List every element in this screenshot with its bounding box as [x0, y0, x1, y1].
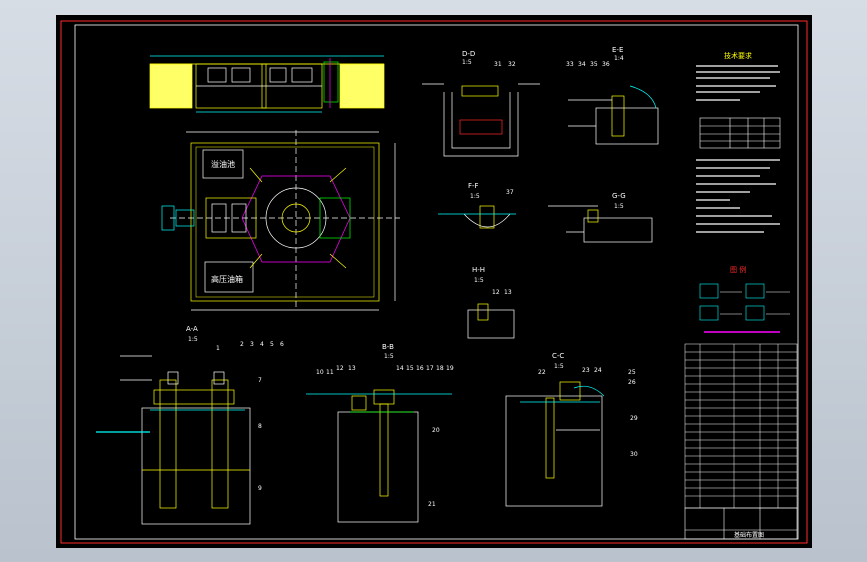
section-e-scale: 1:4 — [614, 55, 624, 62]
top-elevation-view — [149, 55, 385, 113]
section-c-balloon-29: 29 — [630, 415, 638, 422]
section-a-balloon-5: 5 — [270, 341, 274, 348]
section-a-balloon-4: 4 — [260, 341, 264, 348]
legend-title: 图 例 — [730, 265, 746, 274]
outer-frame — [60, 20, 808, 544]
section-e-label: E-E — [612, 46, 623, 54]
section-g-g: G-G 1:5 — [548, 192, 653, 243]
section-a-scale: 1:5 — [188, 336, 198, 343]
title-block — [684, 507, 798, 540]
section-b-balloon-19: 19 — [446, 365, 454, 372]
section-h-balloon-13: 13 — [504, 289, 512, 296]
section-a-balloon-2: 2 — [240, 341, 244, 348]
section-b-balloon-15: 15 — [406, 365, 414, 372]
plan-label-bottom-left: 高压油箱 — [211, 274, 243, 284]
section-d-label: D-D — [462, 50, 475, 58]
section-c-balloon-23: 23 — [582, 367, 590, 374]
section-c-scale: 1:5 — [554, 363, 564, 370]
plan-label-top-left: 溢油池 — [211, 159, 235, 169]
section-h-balloon-12: 12 — [492, 289, 500, 296]
section-e-balloon-34: 34 — [578, 61, 586, 68]
section-b-balloon-14: 14 — [396, 365, 404, 372]
parts-list — [684, 343, 798, 509]
section-b-b: B-B 1:5 10 11 12 13 14 15 16 17 18 19 20… — [306, 343, 454, 523]
section-a-balloon-9: 9 — [258, 485, 262, 492]
section-c-balloon-26: 26 — [628, 379, 636, 386]
section-f-balloon-37: 37 — [506, 189, 514, 196]
section-c-balloon-22: 22 — [538, 369, 546, 376]
section-b-balloon-12: 12 — [336, 365, 344, 372]
tech-notes: 技术要求 — [696, 51, 781, 233]
section-c-balloon-30: 30 — [630, 451, 638, 458]
section-h-label: H-H — [472, 266, 485, 274]
section-a-balloon-3: 3 — [250, 341, 254, 348]
section-h-h: H-H 1:5 12 13 — [467, 266, 515, 339]
section-a-label: A-A — [186, 325, 198, 333]
plan-view — [161, 130, 400, 311]
section-a-balloon-8: 8 — [258, 423, 262, 430]
section-b-balloon-18: 18 — [436, 365, 444, 372]
section-d-balloon-31: 31 — [494, 61, 502, 68]
section-b-balloon-13: 13 — [348, 365, 356, 372]
section-e-balloon-33: 33 — [566, 61, 574, 68]
section-b-balloon-21: 21 — [428, 501, 436, 508]
section-g-label: G-G — [612, 192, 626, 200]
section-e-balloon-36: 36 — [602, 61, 610, 68]
section-h-scale: 1:5 — [474, 277, 484, 284]
section-f-scale: 1:5 — [470, 193, 480, 200]
section-a-a: A-A 1:5 1 2 3 4 5 6 7 8 9 — [96, 325, 284, 525]
section-b-scale: 1:5 — [384, 353, 394, 360]
section-c-c: C-C 1:5 22 23 24 25 26 29 30 — [505, 352, 638, 507]
section-d-d: D-D 1:5 31 32 — [422, 50, 540, 157]
section-d-scale: 1:5 — [462, 59, 472, 66]
title-block-drawing-name: 基础布置图 — [734, 531, 764, 539]
section-c-balloon-24: 24 — [594, 367, 602, 374]
section-a-balloon-7: 7 — [258, 377, 262, 384]
section-a-balloon-6: 6 — [280, 341, 284, 348]
section-b-balloon-10: 10 — [316, 369, 324, 376]
section-f-label: F-F — [468, 182, 479, 190]
parts-list-rows — [685, 351, 797, 497]
section-c-balloon-25: 25 — [628, 369, 636, 376]
section-f-f: F-F 1:5 37 — [438, 182, 516, 229]
section-c-label: C-C — [552, 352, 564, 360]
section-b-balloon-20: 20 — [432, 427, 440, 434]
legend: 图 例 — [699, 265, 790, 333]
section-d-balloon-32: 32 — [508, 61, 516, 68]
section-b-balloon-16: 16 — [416, 365, 424, 372]
section-a-balloon-1: 1 — [216, 345, 220, 352]
notes-title: 技术要求 — [724, 51, 752, 60]
section-b-label: B-B — [382, 343, 394, 351]
section-g-scale: 1:5 — [614, 203, 624, 210]
section-b-balloon-17: 17 — [426, 365, 434, 372]
section-e-balloon-35: 35 — [590, 61, 598, 68]
inner-frame — [74, 24, 799, 540]
section-b-balloon-11: 11 — [326, 369, 334, 376]
section-e-e: E-E 1:4 33 34 35 36 — [566, 46, 659, 145]
